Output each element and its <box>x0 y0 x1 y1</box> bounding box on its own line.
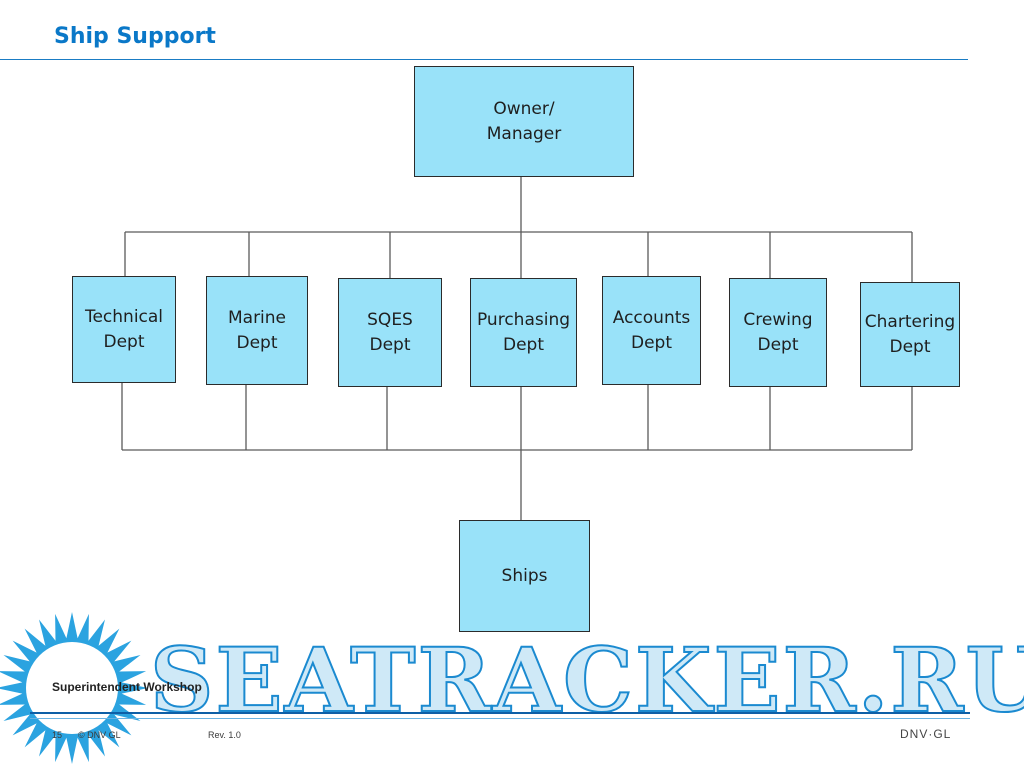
dept-box-crewing: Crewing Dept <box>729 278 827 387</box>
dept-box-technical: Technical Dept <box>72 276 176 383</box>
page-title: Ship Support <box>54 24 216 49</box>
ships-box: Ships <box>459 520 590 632</box>
dept-label: Chartering Dept <box>864 311 956 357</box>
brand-logo: DNV·GL <box>900 727 952 741</box>
copyright-text: © DNV GL <box>78 730 121 740</box>
page-number: 15 <box>52 730 63 740</box>
footer-divider <box>30 712 970 714</box>
revision-text: Rev. 1.0 <box>208 730 241 740</box>
ships-label: Ships <box>501 565 548 586</box>
workshop-title: Superintendent Workshop <box>52 680 202 694</box>
owner-manager-box: Owner/ Manager <box>414 66 634 177</box>
title-divider <box>0 59 968 60</box>
dept-label: Purchasing Dept <box>476 309 571 355</box>
dept-label: Technical Dept <box>84 306 164 352</box>
dept-box-marine: Marine Dept <box>206 276 308 385</box>
dept-box-purchasing: Purchasing Dept <box>470 278 577 387</box>
footer-divider-thin <box>30 718 970 719</box>
dept-box-accounts: Accounts Dept <box>602 276 701 385</box>
dept-box-chartering: Chartering Dept <box>860 282 960 387</box>
dept-box-sqes: SQES Dept <box>338 278 442 387</box>
watermark-text: SEATRACKER.RU <box>149 628 1024 732</box>
dept-label: Crewing Dept <box>743 309 813 355</box>
dept-label: Accounts Dept <box>612 307 691 353</box>
starburst-logo-icon <box>0 612 148 764</box>
dept-label: Marine Dept <box>227 307 287 353</box>
owner-manager-label: Owner/ Manager <box>486 98 562 144</box>
dept-label: SQES Dept <box>367 309 413 355</box>
